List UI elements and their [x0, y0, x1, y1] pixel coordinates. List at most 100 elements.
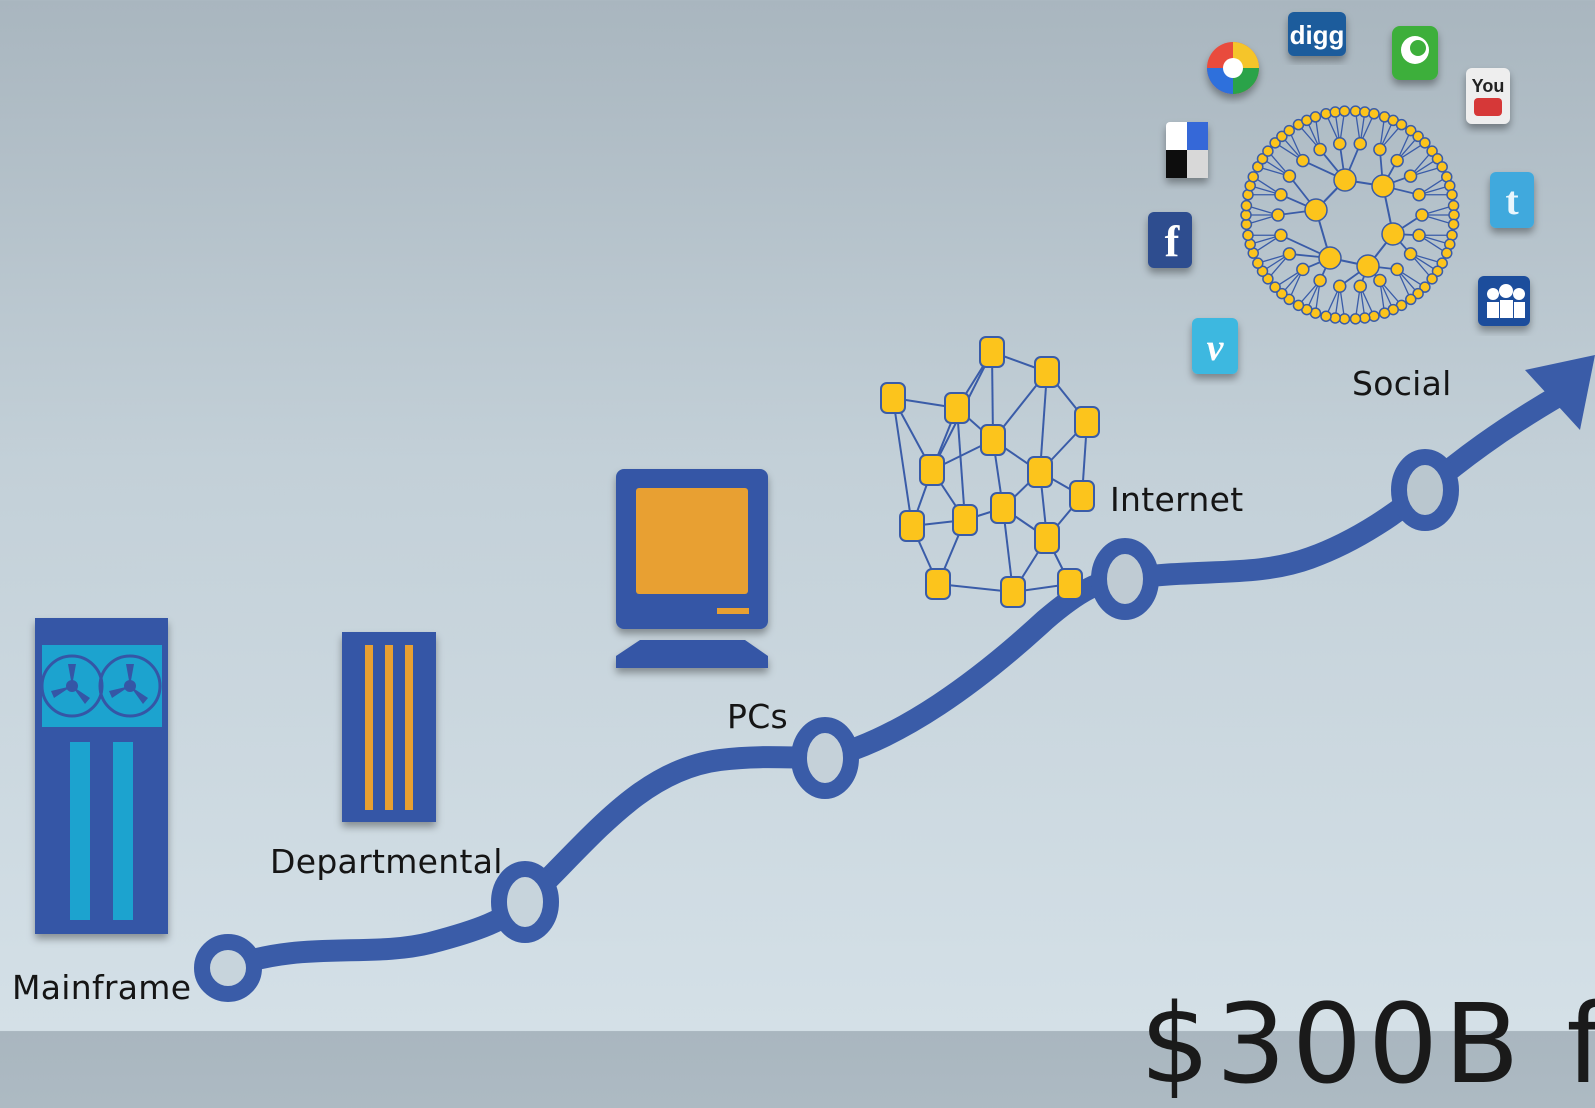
- network-node: [1058, 569, 1082, 599]
- tree-node: [1374, 144, 1386, 156]
- tree-node: [1248, 172, 1258, 182]
- tree-node: [1283, 248, 1295, 260]
- tree-node: [1374, 274, 1386, 286]
- network-node: [1070, 481, 1094, 511]
- tree-node: [1427, 274, 1437, 284]
- tree-node: [1357, 255, 1379, 277]
- tree-node: [1270, 282, 1280, 292]
- tree-node: [1420, 138, 1430, 148]
- vimeo-icon: v: [1192, 318, 1238, 374]
- tree-node: [1416, 209, 1428, 221]
- tree-node: [1372, 175, 1394, 197]
- tree-node: [1405, 170, 1417, 182]
- label-departmental: Departmental: [270, 842, 503, 881]
- tree-node: [1350, 314, 1360, 324]
- tree-node: [1369, 109, 1379, 119]
- tree-node: [1310, 112, 1320, 122]
- pc-icon: [616, 469, 768, 668]
- digg-icon: digg: [1288, 12, 1346, 56]
- twitter-icon: t: [1490, 172, 1534, 228]
- svg-text:You: You: [1472, 76, 1505, 96]
- network-node: [1035, 523, 1059, 553]
- tree-node: [1380, 308, 1390, 318]
- tree-node: [1305, 199, 1327, 221]
- evolution-diagram: digg You t f v: [0, 0, 1595, 1031]
- label-mainframe: Mainframe: [12, 968, 191, 1007]
- tree-node: [1413, 189, 1425, 201]
- tree-node: [1334, 138, 1346, 150]
- milestone-social: [1399, 457, 1451, 523]
- tree-node: [1330, 107, 1340, 117]
- svg-text:t: t: [1505, 178, 1519, 223]
- tree-node: [1272, 209, 1284, 221]
- tree-node: [1319, 247, 1341, 269]
- network-node: [1075, 407, 1099, 437]
- plurk-icon: [1392, 26, 1438, 80]
- network-node: [1035, 357, 1059, 387]
- tree-node: [1263, 146, 1273, 156]
- tree-node: [1275, 229, 1287, 241]
- tree-node: [1334, 169, 1356, 191]
- tree-node: [1413, 229, 1425, 241]
- youtube-icon: You: [1466, 68, 1510, 124]
- network-node: [953, 505, 977, 535]
- tree-node: [1321, 109, 1331, 119]
- tree-node: [1447, 190, 1457, 200]
- tree-node: [1297, 263, 1309, 275]
- tree-node: [1382, 223, 1404, 245]
- label-social: Social: [1352, 364, 1452, 403]
- social-network-tree-icon: [1241, 106, 1459, 324]
- label-pcs: PCs: [727, 697, 788, 736]
- delicious-icon: [1166, 122, 1208, 178]
- tree-node: [1406, 294, 1416, 304]
- tree-node: [1449, 219, 1459, 229]
- tree-node: [1284, 126, 1294, 136]
- myspace-icon: [1478, 276, 1530, 326]
- tree-node: [1449, 201, 1459, 211]
- departmental-server-icon: [342, 632, 436, 822]
- tree-node: [1243, 230, 1253, 240]
- tree-node: [1350, 106, 1360, 116]
- facebook-icon: f: [1148, 212, 1192, 268]
- tree-node: [1297, 155, 1309, 167]
- tree-node: [1360, 107, 1370, 117]
- tree-node: [1293, 300, 1303, 310]
- tree-node: [1241, 210, 1251, 220]
- tree-node: [1253, 258, 1263, 268]
- svg-text:digg: digg: [1290, 20, 1345, 50]
- network-node: [991, 493, 1015, 523]
- milestone-mainframe: [202, 942, 254, 994]
- milestone-internet: [1099, 546, 1151, 612]
- tree-node: [1275, 189, 1287, 201]
- tree-node: [1354, 138, 1366, 150]
- network-node: [900, 511, 924, 541]
- tree-node: [1449, 210, 1459, 220]
- milestone-pcs: [799, 725, 851, 791]
- network-node: [945, 393, 969, 423]
- internet-network-icon: [881, 337, 1099, 607]
- network-node: [1028, 457, 1052, 487]
- tree-node: [1321, 311, 1331, 321]
- network-link: [957, 408, 965, 520]
- google-buzz-icon: [1207, 42, 1259, 94]
- tree-node: [1354, 280, 1366, 292]
- tree-node: [1360, 313, 1370, 323]
- tree-node: [1437, 162, 1447, 172]
- tree-node: [1442, 248, 1452, 258]
- tree-node: [1405, 248, 1417, 260]
- network-node: [881, 383, 905, 413]
- tree-node: [1391, 155, 1403, 167]
- network-node: [920, 455, 944, 485]
- tree-node: [1340, 314, 1350, 324]
- svg-text:f: f: [1165, 217, 1181, 266]
- tree-node: [1241, 201, 1251, 211]
- tree-node: [1241, 219, 1251, 229]
- network-node: [981, 425, 1005, 455]
- svg-text:v: v: [1207, 327, 1225, 369]
- network-node: [1001, 577, 1025, 607]
- tree-node: [1369, 311, 1379, 321]
- network-node: [926, 569, 950, 599]
- tree-node: [1314, 144, 1326, 156]
- tree-node: [1283, 170, 1295, 182]
- tree-node: [1340, 106, 1350, 116]
